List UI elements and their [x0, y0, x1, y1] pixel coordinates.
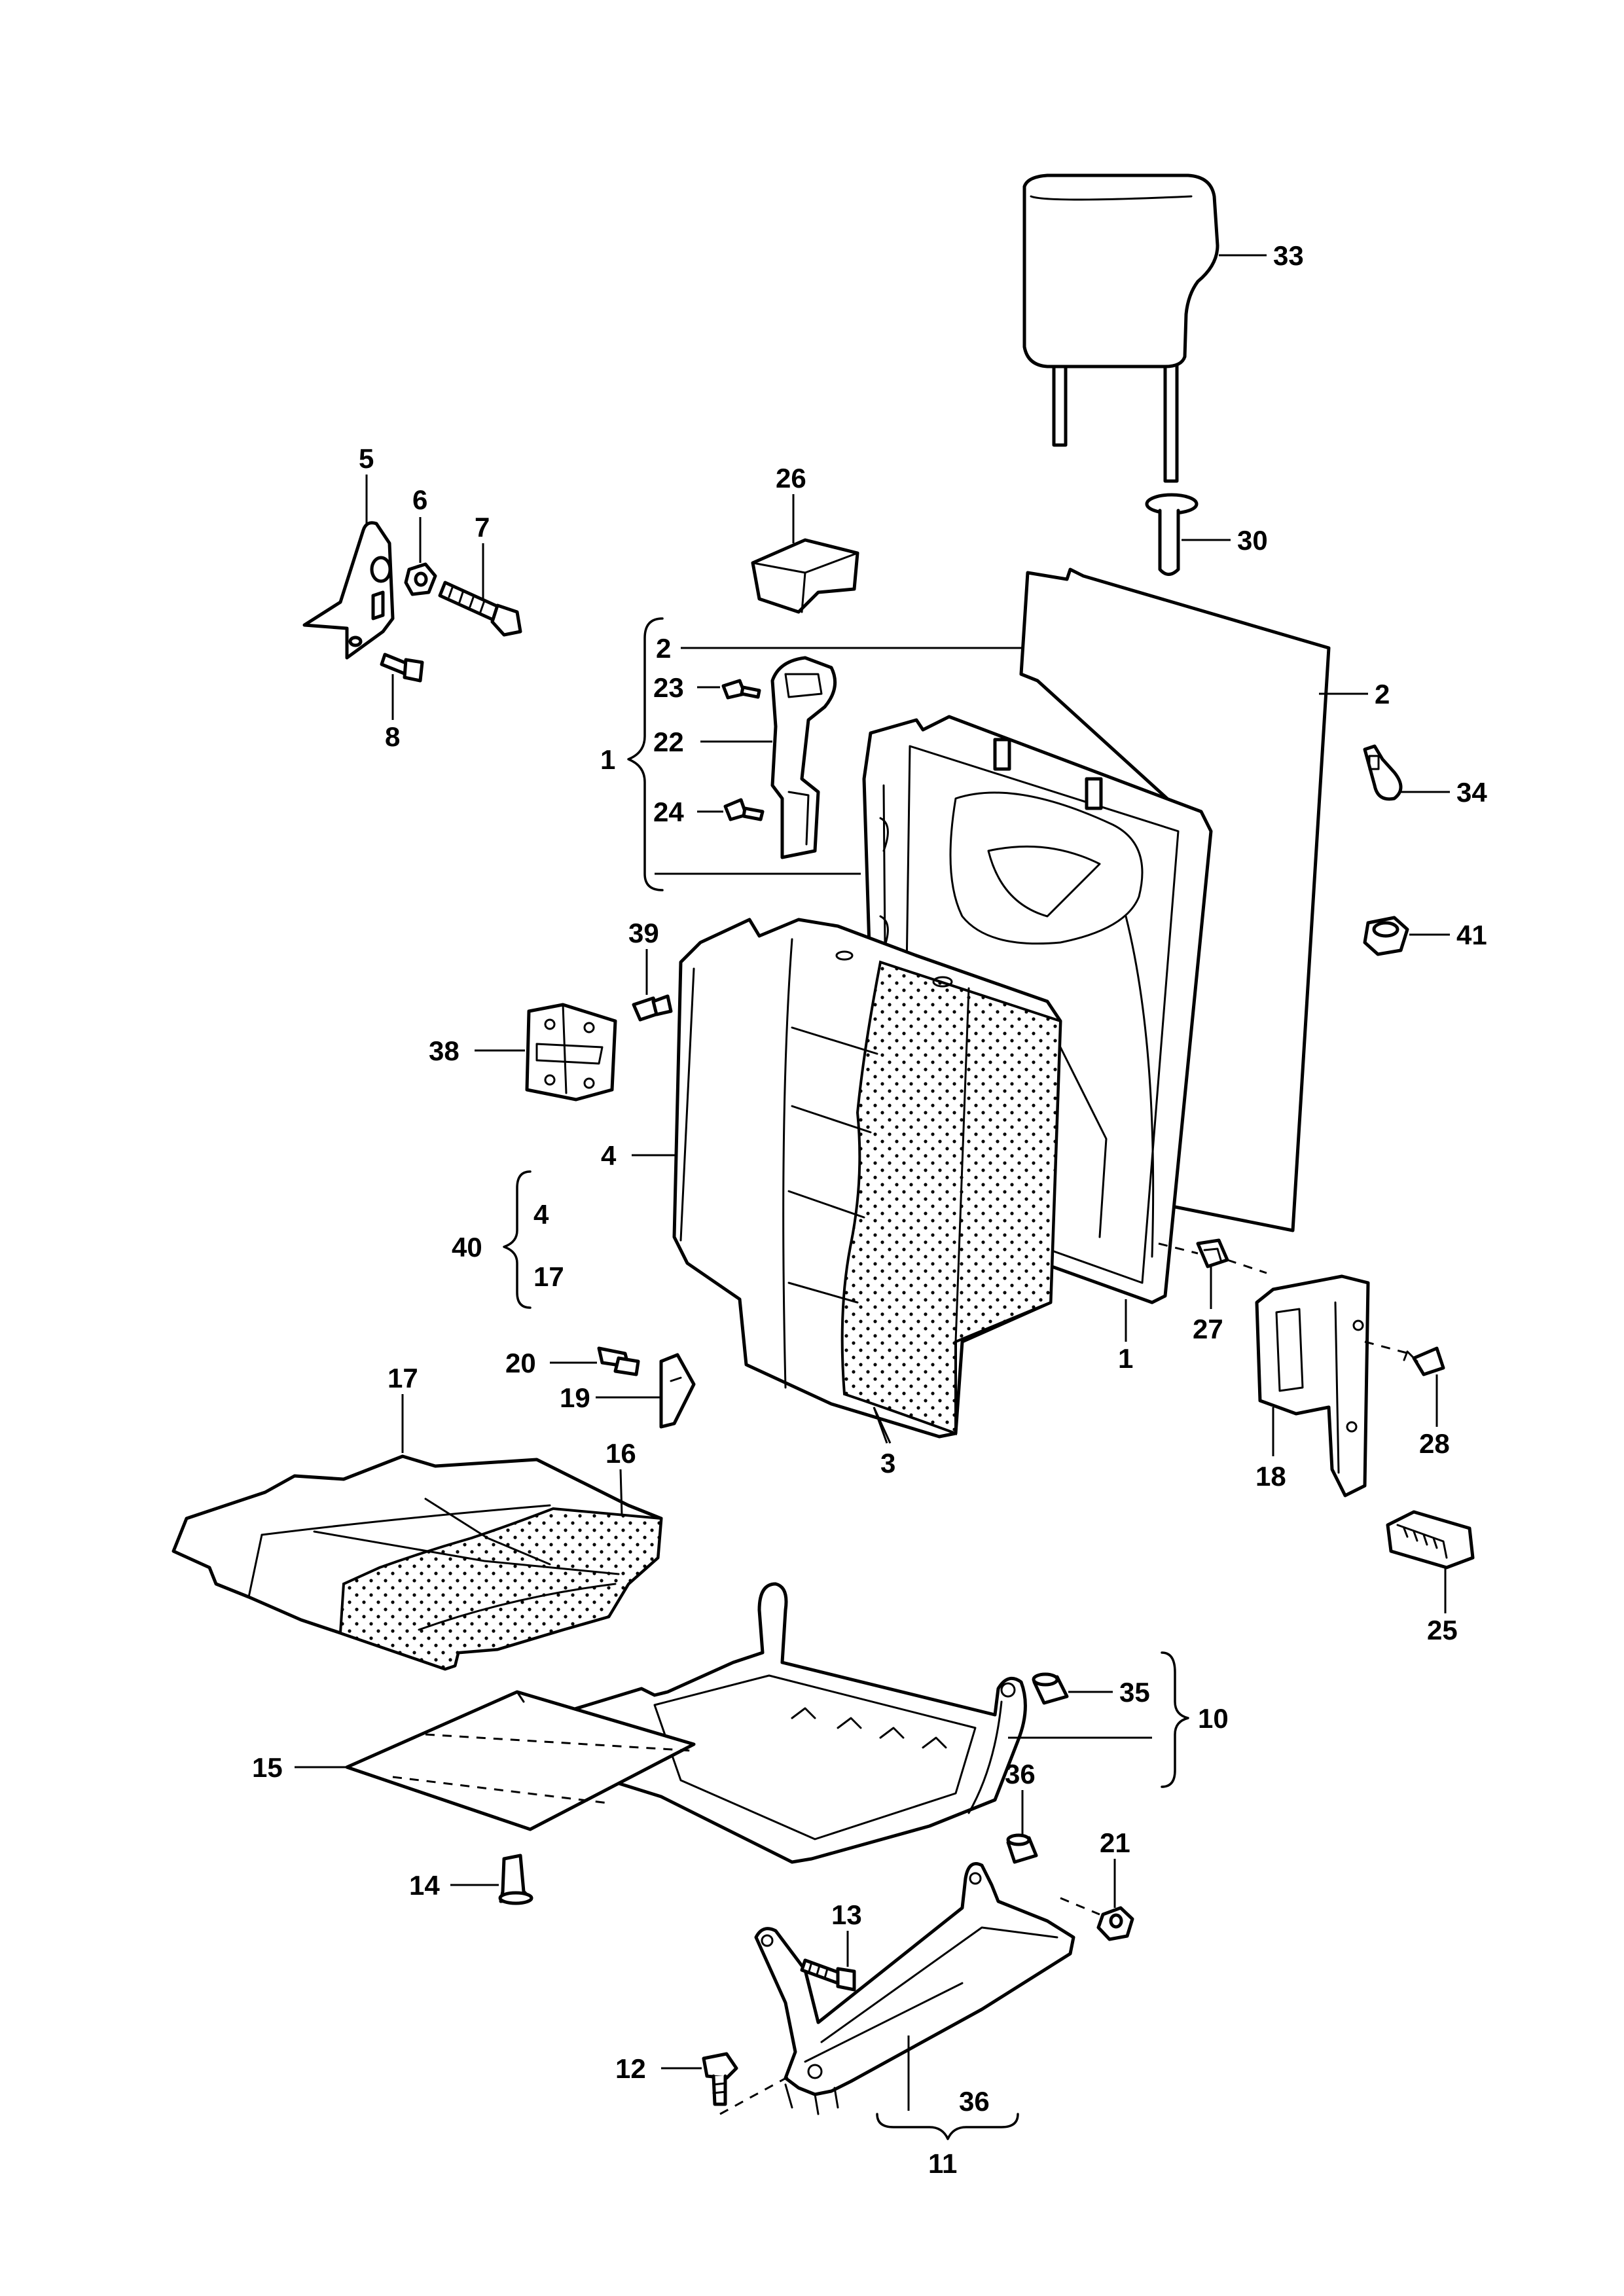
screw-part	[721, 679, 761, 700]
callout-4: 4	[601, 1140, 617, 1171]
seat-pan-pad-part	[345, 1690, 696, 1831]
callout-1: 1	[1118, 1343, 1133, 1374]
callout-22: 22	[653, 726, 684, 757]
callout-23: 23	[653, 672, 684, 703]
callout-19: 19	[560, 1382, 590, 1413]
callout-35: 35	[1119, 1677, 1150, 1708]
callout-26: 26	[776, 463, 806, 493]
mount-bracket-part	[525, 1003, 617, 1102]
callout-15: 15	[252, 1752, 283, 1783]
callout-13: 13	[831, 1899, 862, 1930]
bolt-part	[438, 581, 522, 637]
callout-30: 30	[1237, 525, 1268, 556]
callout-40-item-4: 4	[533, 1199, 549, 1230]
screw-part	[380, 653, 424, 683]
hinge-bracket-part	[302, 521, 395, 660]
callout-34: 34	[1456, 777, 1487, 808]
callout-21: 21	[1100, 1827, 1130, 1858]
callout-14: 14	[409, 1870, 440, 1901]
callout-24: 24	[653, 797, 684, 827]
seat-leg-bracket-part	[754, 1862, 1075, 2115]
headrest-part	[1022, 173, 1219, 483]
clip-part	[751, 538, 859, 614]
callout-17: 17	[388, 1363, 418, 1393]
callout-8: 8	[385, 721, 400, 752]
callout-6: 6	[412, 484, 427, 515]
screw-part	[723, 798, 765, 821]
bolt-part	[702, 2052, 738, 2106]
seat-cushion-part	[171, 1454, 663, 1671]
callout-5: 5	[359, 443, 374, 474]
callout-16: 16	[605, 1438, 636, 1469]
seat-back-cushion-part	[672, 918, 1108, 1439]
bushing-part	[1006, 1833, 1038, 1864]
callout-41: 41	[1456, 920, 1487, 950]
back-panel-part	[1019, 567, 1331, 1232]
callout-12: 12	[615, 2053, 646, 2084]
callout-33: 33	[1273, 240, 1304, 271]
handle-bracket-part	[770, 656, 837, 859]
bracket-group-1	[627, 617, 664, 891]
callout-2-right: 2	[1375, 679, 1390, 709]
callout-11: 11	[928, 2148, 957, 2179]
callout-39: 39	[628, 918, 659, 948]
callout-40: 40	[452, 1232, 482, 1263]
spring-clip-part	[1196, 1238, 1229, 1268]
callout-18: 18	[1255, 1461, 1286, 1492]
nut-part	[404, 562, 437, 596]
callout-10: 10	[1198, 1703, 1229, 1734]
tab-part	[1363, 744, 1403, 801]
callout-3: 3	[880, 1448, 895, 1479]
callout-25: 25	[1427, 1615, 1458, 1645]
callout-1-group: 1	[600, 744, 615, 775]
callout-7: 7	[475, 512, 490, 543]
lock-nut-part	[1096, 1906, 1134, 1941]
callout-36-bushing: 36	[1005, 1759, 1036, 1789]
side-trim-part	[1255, 1274, 1370, 1498]
callout-27: 27	[1193, 1314, 1223, 1344]
plug-part	[498, 1854, 533, 1905]
callout-40-item-17: 17	[533, 1261, 564, 1292]
cap-nut-part	[1363, 916, 1409, 956]
headrest-guide-part	[1145, 493, 1199, 576]
callout-28: 28	[1419, 1428, 1450, 1459]
seat-pan-frame-part	[564, 1582, 1027, 1864]
push-clip-part	[597, 1346, 640, 1376]
bracket-group-40	[503, 1170, 532, 1309]
bumper-part	[1386, 1510, 1475, 1570]
callout-38: 38	[429, 1035, 460, 1066]
callout-20: 20	[505, 1348, 536, 1378]
retainer-part	[659, 1353, 696, 1429]
bushing-part	[1032, 1672, 1069, 1705]
bracket-group-10	[1161, 1651, 1189, 1788]
bolt-part	[800, 1958, 856, 1992]
callout-2-left: 2	[656, 633, 671, 664]
push-pin-part	[632, 994, 673, 1022]
screw-part	[1403, 1346, 1445, 1376]
bracket-group-11	[876, 2113, 1019, 2140]
callout-36-group: 36	[959, 2086, 990, 2117]
